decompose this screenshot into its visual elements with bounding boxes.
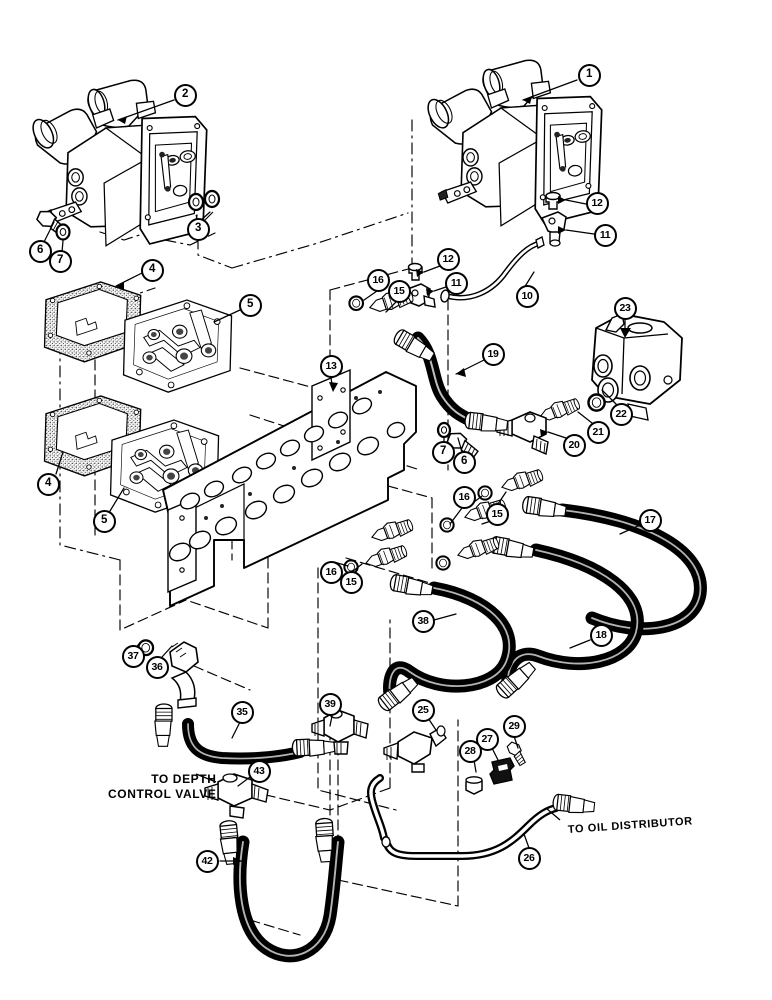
- callout-43-tee: 43: [247, 759, 271, 783]
- hose-end-35-b: [291, 737, 336, 758]
- connector-15-e: [362, 540, 409, 573]
- callout-27-clip: 27: [475, 727, 499, 751]
- callout-12-fitting-right: 12: [585, 191, 609, 215]
- tube-26: [367, 774, 560, 860]
- callout-15-connector-a: 15: [387, 279, 411, 303]
- callout-26-tube: 26: [517, 846, 541, 870]
- oring-16-a: [348, 295, 365, 312]
- callout-7-washer-upper: 7: [48, 249, 72, 273]
- callout-38-hose: 38: [411, 609, 435, 633]
- callout-39-tee: 39: [318, 692, 342, 716]
- hose-42: [233, 835, 345, 963]
- elbow-25: [383, 725, 447, 773]
- hose-18: [501, 543, 644, 693]
- callout-21-connector: 21: [586, 420, 610, 444]
- callout-4-gasket-upper: 4: [140, 258, 164, 282]
- callout-29-capscrew: 29: [502, 714, 526, 738]
- tube-end-26-fitting: [551, 793, 596, 816]
- clip-27: [489, 757, 515, 785]
- hose-35: [182, 718, 306, 765]
- callout-16-oring-a: 16: [366, 268, 390, 292]
- callout-15-connector-c: 15: [339, 570, 363, 594]
- callout-37-oring: 37: [121, 644, 145, 668]
- callout-6-capscrew-upper: 6: [28, 239, 52, 263]
- frame-rail-13: [162, 368, 417, 607]
- callout-1-pump-right: 1: [577, 63, 601, 87]
- washer-7-mid: [436, 421, 452, 439]
- hose-end-19-bottom: [463, 411, 509, 435]
- callout-12-fitting-left: 12: [436, 247, 460, 271]
- connector-15-b: [498, 464, 545, 497]
- hose-end-17-a: [520, 495, 568, 520]
- callout-5-plate-upper: 5: [238, 293, 262, 317]
- manifold-23: [591, 313, 683, 421]
- callout-23-manifold: 23: [613, 296, 637, 320]
- to-depth-control-valve-line2: CONTROL VALVE: [108, 787, 217, 801]
- callout-16-oring-c: 16: [319, 560, 343, 584]
- to-depth-control-valve-line1: TO DEPTH: [151, 772, 217, 786]
- callout-19-hose: 19: [481, 342, 505, 366]
- callout-18-hose: 18: [589, 623, 613, 647]
- callout-36-elbow: 36: [145, 655, 169, 679]
- callout-4-gasket-lower: 4: [36, 472, 60, 496]
- elbow-36: [169, 641, 199, 709]
- elbow-20: [496, 411, 549, 455]
- connector-15-d: [454, 532, 501, 565]
- hose-end-35-a: [154, 703, 173, 747]
- callout-11-elbow-right: 11: [593, 223, 617, 247]
- callout-28-nut: 28: [458, 739, 482, 763]
- washer-7-upper: [55, 223, 71, 241]
- oring-22: [587, 393, 606, 412]
- callout-20-elbow: 20: [562, 433, 586, 457]
- callout-42-hose: 42: [195, 849, 219, 873]
- callout-11-elbow-left: 11: [444, 271, 468, 295]
- callout-6-capscrew-mid: 6: [452, 450, 476, 474]
- hose-38: [383, 581, 516, 701]
- pump-assembly-right: [423, 59, 603, 227]
- nut-28: [465, 776, 483, 795]
- callout-15-connector-b: 15: [485, 502, 509, 526]
- callout-10-tube: 10: [515, 284, 539, 308]
- callout-2-pump-left: 2: [173, 83, 197, 107]
- connector-15-f: [368, 514, 415, 547]
- oring-16-c: [439, 517, 455, 533]
- callout-16-oring-b: 16: [452, 485, 476, 509]
- callout-3-washer: 3: [186, 217, 210, 241]
- callout-22-oring: 22: [609, 402, 633, 426]
- callout-7-washer-mid: 7: [431, 440, 455, 464]
- tube-10: [440, 236, 545, 303]
- callout-5-plate-lower: 5: [92, 509, 116, 533]
- callout-35-hose: 35: [230, 700, 254, 724]
- fitting-12-right: [545, 191, 561, 210]
- callout-25-elbow: 25: [411, 698, 435, 722]
- callout-17-hose: 17: [638, 508, 662, 532]
- oring-16-d: [435, 555, 451, 571]
- callout-13-frame-rail: 13: [319, 354, 343, 378]
